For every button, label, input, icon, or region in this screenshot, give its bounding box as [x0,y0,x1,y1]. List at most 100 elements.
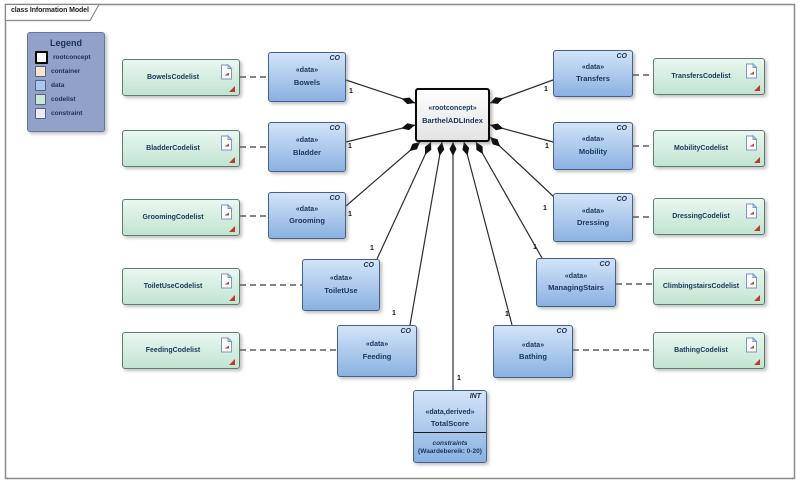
composition-line-toiletuse[interactable] [376,141,432,260]
constraints-label: constraints [432,440,468,447]
stereotype: «data» [581,207,605,215]
multiplicity-grooming: 1 [348,211,352,218]
element-name: Bladder [293,147,321,157]
corner-tag: CO [616,125,628,132]
corner-tag: CO [599,261,611,268]
node-grooming-codelist[interactable]: GroomingCodelist [122,199,240,236]
legend-item-rootconcept: rootconcept [35,51,104,64]
node-mobility-codelist[interactable]: MobilityCodelist [653,130,765,167]
multiplicity-toiletuse: 1 [370,245,374,252]
document-icon [746,337,758,353]
element-name: Transfers [576,74,610,84]
legend-title: Legend [49,38,82,48]
corner-tag: INT [469,393,481,400]
red-corner-flag-icon [229,86,235,92]
composition-line-bowels[interactable] [345,79,416,105]
element-name: Bathing [519,352,547,362]
document-icon [746,135,758,151]
composition-line-managingstairs[interactable] [475,141,543,259]
node-toiletuse[interactable]: CO «data» ToiletUse [302,259,380,311]
node-bladder[interactable]: CO «data» Bladder [268,122,346,172]
multiplicity-feeding: 1 [392,310,396,317]
red-corner-flag-icon [754,157,760,163]
document-icon [221,64,233,80]
legend-swatch-codelist [35,94,46,105]
multiplicity-managingstairs: 1 [533,244,537,251]
node-mobility[interactable]: CO «data» Mobility [553,122,633,170]
legend-item-data: data [35,80,104,91]
stereotype: «rootconcept» [428,105,477,113]
stereotype: «data» [521,341,545,349]
node-managingstairs[interactable]: CO «data» ManagingStairs [536,258,616,307]
corner-tag: CO [556,328,568,335]
node-bathing-codelist[interactable]: BathingCodelist [653,332,765,369]
legend-swatch-rootconcept [35,51,48,64]
node-transfers[interactable]: CO «data» Transfers [553,50,633,97]
multiplicity-dressing: 1 [543,205,547,212]
element-name: BarthelADLIndex [422,115,483,125]
document-icon [221,135,233,151]
legend: Legend rootconcept container data codeli… [27,32,105,132]
element-name: FeedingCodelist [145,346,201,354]
node-bathing[interactable]: CO «data» Bathing [493,325,573,378]
legend-swatch-container [35,66,46,77]
legend-label: rootconcept [53,54,91,61]
constraints-compartment: constraints {Waardebereik: 0-20} [414,432,486,462]
document-icon [221,204,233,220]
element-name: Dressing [576,218,610,228]
document-icon [746,203,758,219]
node-bowels-codelist[interactable]: BowelsCodelist [122,59,240,96]
corner-tag: CO [616,53,628,60]
red-corner-flag-icon [229,157,235,163]
element-name: Bowels [293,77,321,87]
red-corner-flag-icon [229,226,235,232]
node-transfers-codelist[interactable]: TransfersCodelist [653,58,765,95]
stereotype: «data» [295,205,319,213]
node-grooming[interactable]: CO «data» Grooming [268,192,346,239]
red-corner-flag-icon [754,85,760,91]
stereotype: «data» [295,137,319,145]
corner-tag: CO [329,125,341,132]
stereotype: «data» [365,341,389,349]
corner-tag: CO [363,262,375,269]
element-name: ToiletUse [324,285,358,295]
composition-line-bathing[interactable] [462,141,513,326]
element-name: ClimbingstairsCodelist [662,282,740,290]
element-name: Grooming [289,216,325,226]
node-feeding[interactable]: CO «data» Feeding [337,325,417,377]
node-dressing[interactable]: CO «data» Dressing [553,193,633,242]
stereotype: «data» [581,63,605,71]
composition-line-transfers[interactable] [489,79,554,104]
corner-tag: CO [400,328,412,335]
corner-tag: CO [329,195,341,202]
node-feeding-codelist[interactable]: FeedingCodelist [122,332,240,369]
node-toiletuse-codelist[interactable]: ToiletUseCodelist [122,268,240,305]
node-bladder-codelist[interactable]: BladderCodelist [122,130,240,167]
element-name: BathingCodelist [674,346,728,354]
corner-tag: CO [616,196,628,203]
composition-line-grooming[interactable] [345,141,421,207]
composition-line-mobility[interactable] [489,123,554,143]
node-totalscore[interactable]: INT «data,derived» TotalScore constraint… [413,390,487,463]
document-icon [746,273,758,289]
composition-line-feeding[interactable] [409,141,445,326]
document-icon [746,63,758,79]
node-barthelad-lindex-rootconcept[interactable]: «rootconcept» BarthelADLIndex [415,88,490,142]
stereotype: «data,derived» [425,408,475,416]
legend-label: codelist [51,96,76,103]
legend-label: data [51,82,65,89]
red-corner-flag-icon [229,295,235,301]
stereotype: «data» [581,136,605,144]
node-dressing-codelist[interactable]: DressingCodelist [653,198,765,235]
node-climbingstairs-codelist[interactable]: ClimbingstairsCodelist [653,268,765,305]
composition-line-dressing[interactable] [489,136,555,198]
legend-item-constraint: constraint [35,108,104,119]
multiplicity-bladder: 1 [348,143,352,150]
node-bowels[interactable]: CO «data» Bowels [268,52,346,102]
stereotype: «data» [564,272,588,280]
composition-line-bladder[interactable] [345,123,416,143]
element-name: DressingCodelist [672,212,730,220]
element-name: MobilityCodelist [673,144,729,152]
constraint-value: {Waardebereik: 0-20} [417,448,483,455]
